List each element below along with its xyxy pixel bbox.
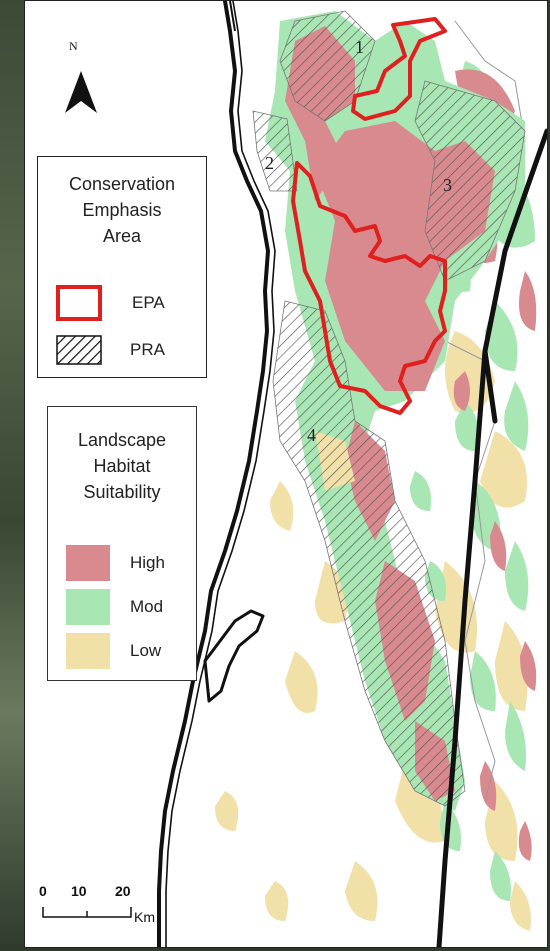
scale-tick-20: 20 xyxy=(115,883,131,899)
scale-unit: Km xyxy=(134,909,155,925)
legend-label-low: Low xyxy=(130,641,162,660)
pra-hatched-areas xyxy=(252,10,526,807)
epa-outlines xyxy=(291,17,447,415)
mod-swatch xyxy=(66,589,110,625)
legend-label-pra: PRA xyxy=(130,340,165,359)
zone-label-3: 3 xyxy=(443,175,452,195)
high-swatch xyxy=(66,545,110,581)
legend-habitat-suitability: Landscape Habitat Suitability High Mod L… xyxy=(47,406,197,681)
legend-item-pra: PRA xyxy=(56,335,165,365)
scale-bar: 0 10 20 Km xyxy=(35,881,185,933)
north-label: N xyxy=(69,39,78,53)
legend-label-high: High xyxy=(130,553,165,572)
legend-conservation-emphasis: Conservation Emphasis Area EPA PRA xyxy=(37,156,207,378)
legend-label-mod: Mod xyxy=(130,597,164,616)
legend-item-low: Low xyxy=(66,633,161,669)
map-frame: 1 2 3 4 N Conservation Emphasis Area EPA… xyxy=(24,0,548,948)
zone-label-4: 4 xyxy=(307,425,316,445)
legend-title-line: Emphasis xyxy=(82,200,162,220)
background-forest-imagery xyxy=(0,0,24,951)
epa-swatch xyxy=(56,285,102,321)
legend-title-line: Landscape xyxy=(77,430,167,450)
legend-title-line: Conservation xyxy=(68,174,176,194)
legend-item-high: High xyxy=(66,545,165,581)
legend-title-line: Suitability xyxy=(83,482,161,502)
zone-label-1: 1 xyxy=(355,37,364,57)
scale-tick-10: 10 xyxy=(71,883,87,899)
legend-title-line: Habitat xyxy=(93,456,151,476)
highway-line xyxy=(436,128,547,947)
pra-swatch xyxy=(56,335,102,365)
zone-label-2: 2 xyxy=(265,153,274,173)
highway-line-north xyxy=(229,1,236,32)
legend-label-epa: EPA xyxy=(132,293,165,312)
scale-bar-line xyxy=(42,907,132,918)
legend-item-mod: Mod xyxy=(66,589,163,625)
coastline xyxy=(157,1,276,947)
low-swatch xyxy=(66,633,110,669)
map-canvas: 1 2 3 4 xyxy=(65,1,547,947)
scale-tick-0: 0 xyxy=(39,883,47,899)
north-arrow-icon xyxy=(65,71,97,113)
legend-item-epa: EPA xyxy=(56,285,165,321)
legend-title-line: Area xyxy=(102,226,142,246)
